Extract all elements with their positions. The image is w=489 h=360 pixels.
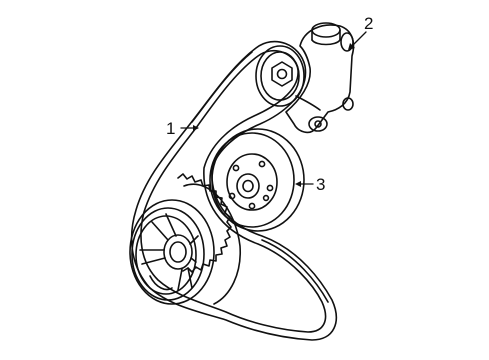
callout-1: 1 [166, 119, 199, 138]
callout-2: 2 [348, 14, 373, 50]
idler-pulley [209, 128, 305, 232]
serpentine-belt [130, 40, 337, 341]
sprocket-teeth [177, 173, 232, 273]
crankshaft-pulley [129, 173, 241, 305]
callout-number: 3 [316, 175, 325, 194]
callout-number: 1 [166, 119, 175, 138]
belt-tensioner [255, 22, 355, 134]
callout-3: 3 [295, 175, 325, 194]
callout-number: 2 [364, 14, 373, 33]
